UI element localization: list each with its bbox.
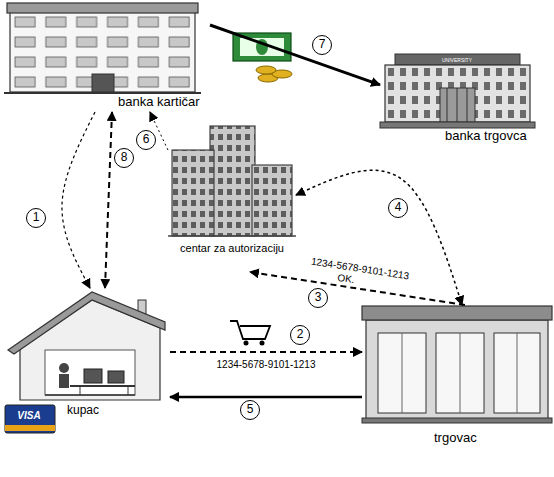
bank-building <box>380 54 535 128</box>
status-text: OK. <box>337 273 356 285</box>
diagram-node: banka trgovca <box>380 50 554 145</box>
connector-arrow <box>296 170 462 305</box>
callout-number: 3 <box>308 288 328 308</box>
card-brand: VISA <box>17 411 40 421</box>
diagram-node: trgovac <box>362 305 554 455</box>
diagram-node: banka kartičar <box>5 2 210 112</box>
callout-number: 4 <box>388 198 408 218</box>
callout-number: 8 <box>114 148 134 168</box>
bank-building <box>4 3 201 93</box>
callout-number: 2 <box>290 325 310 345</box>
callout-number: 1 <box>26 208 46 228</box>
building-sign: UNIVERSITY <box>442 57 472 62</box>
house <box>8 292 165 400</box>
cart-icon <box>230 321 270 346</box>
callout-number: 5 <box>240 400 260 420</box>
money-icon <box>233 33 292 82</box>
credit-card <box>5 405 55 433</box>
node-label: centar za autorizaciju <box>178 242 286 255</box>
diagram-node: centar za autorizaciju <box>168 122 296 272</box>
node-label: kupac <box>67 404 99 418</box>
shop-building <box>362 306 552 423</box>
connector-arrow <box>170 396 362 399</box>
card-number: 1234-5678-9101-1213 <box>311 256 410 281</box>
card-number: 1234-5678-9101-1213 <box>216 360 315 370</box>
connector-arrow <box>105 112 112 288</box>
callout-number: 7 <box>312 35 332 55</box>
connector-arrow <box>170 351 362 353</box>
node-label: banka trgovca <box>445 129 527 144</box>
connector-arrow <box>210 25 380 85</box>
connector-arrow <box>62 112 95 288</box>
node-label: banka kartičar <box>118 95 200 110</box>
callout-number: 6 <box>136 130 156 150</box>
connector-arrow <box>250 272 465 305</box>
office-buildings <box>168 126 296 236</box>
node-label: trgovac <box>434 431 477 446</box>
